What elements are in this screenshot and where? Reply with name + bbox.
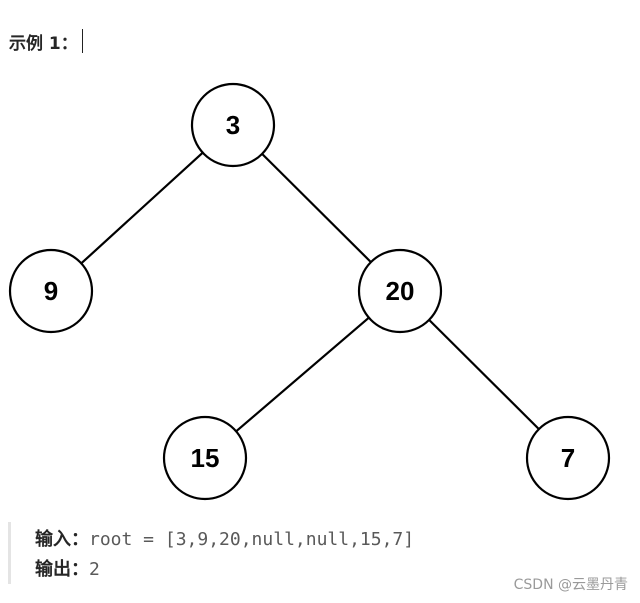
tree-node-circle <box>190 82 276 168</box>
output-label: 输出： <box>35 559 89 580</box>
tree-node-3: 3 <box>190 82 276 168</box>
tree-node-15: 15 <box>162 415 248 501</box>
input-value: root = [3,9,20,null,null,15,7] <box>89 529 415 550</box>
input-line: 输入：root = [3,9,20,null,null,15,7] <box>35 526 414 554</box>
output-line: 输出：2 <box>35 556 100 584</box>
tree-node-label: 20 <box>386 276 415 306</box>
tree-node-label: 9 <box>44 276 58 306</box>
example-heading: 示例 1： <box>9 29 84 54</box>
tree-node-circle <box>357 248 443 334</box>
tree-node-label: 15 <box>191 443 220 473</box>
output-value: 2 <box>89 559 100 580</box>
blockquote-bar <box>8 522 11 584</box>
tree-edge-n3-n20 <box>261 153 372 263</box>
tree-node-label: 3 <box>226 110 240 140</box>
tree-node-20: 20 <box>357 248 443 334</box>
tree-edge-n3-n9 <box>80 151 204 265</box>
tree-edge-n20-n15 <box>235 316 370 433</box>
tree-node-circle <box>525 415 611 501</box>
example-heading-text: 示例 1： <box>9 33 78 54</box>
tree-nodes: 3 9 20 15 7 <box>8 82 611 501</box>
text-cursor <box>81 29 84 53</box>
csdn-watermark: CSDN @云墨丹青 <box>513 577 628 593</box>
tree-edge-n20-n7 <box>428 319 540 430</box>
input-label: 输入： <box>35 529 89 550</box>
tree-edges <box>80 151 540 433</box>
tree-node-7: 7 <box>525 415 611 501</box>
tree-node-circle <box>162 415 248 501</box>
tree-node-9: 9 <box>8 248 94 334</box>
tree-node-circle <box>8 248 94 334</box>
tree-node-label: 7 <box>561 443 575 473</box>
